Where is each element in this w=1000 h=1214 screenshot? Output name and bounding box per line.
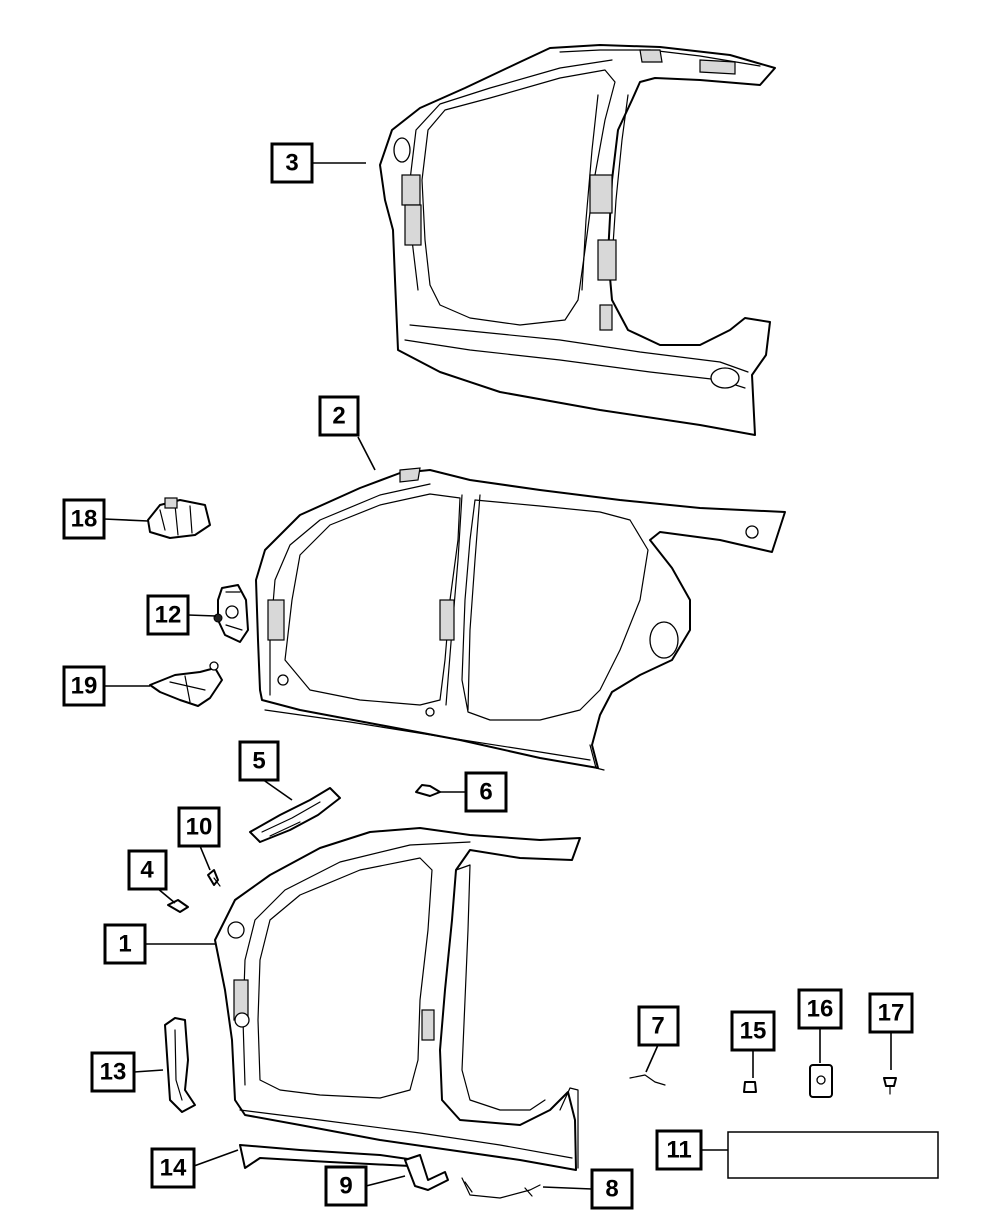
callout-label: 8: [605, 1176, 618, 1203]
callout-14: 14: [150, 1147, 196, 1189]
part-11-label-plate: [727, 1131, 939, 1179]
part-6-clip: [415, 784, 441, 797]
part-8-bracket: [461, 1177, 541, 1199]
callout-label: 14: [160, 1155, 187, 1182]
callout-6: 6: [464, 771, 508, 813]
leader-lines: [103, 162, 892, 1190]
callout-label: 1: [118, 931, 131, 958]
callout-label: 11: [666, 1137, 691, 1164]
callout-label: 16: [807, 996, 834, 1023]
part-10-fastener: [207, 869, 221, 887]
callout-label: 12: [155, 602, 182, 629]
callout-label: 9: [339, 1173, 352, 1200]
callout-1: 1: [103, 923, 147, 965]
callout-13: 13: [90, 1051, 136, 1093]
callout-17: 17: [868, 992, 914, 1034]
callout-19: 19: [62, 665, 106, 707]
callout-label: 17: [878, 1000, 905, 1027]
part-9-bracket: [404, 1154, 449, 1191]
part-15-plug: [743, 1081, 757, 1093]
callout-5: 5: [238, 740, 280, 782]
callout-2: 2: [318, 395, 360, 437]
callout-label: 3: [285, 150, 298, 177]
part-2-middle-panel: [255, 467, 786, 771]
part-19-bracket: [149, 661, 223, 707]
callout-label: 5: [252, 748, 265, 775]
callout-label: 6: [479, 779, 492, 806]
callout-7: 7: [637, 1005, 680, 1047]
callout-16: 16: [797, 988, 843, 1030]
callout-label: 19: [71, 673, 98, 700]
part-3-inner-panel: [379, 44, 776, 436]
part-14-sill-trim: [239, 1144, 416, 1169]
callout-18: 18: [62, 498, 106, 540]
callout-label: 2: [332, 403, 345, 430]
callout-12: 12: [146, 594, 190, 636]
part-16-plate: [809, 1064, 833, 1098]
callout-3: 3: [270, 142, 314, 184]
callout-8: 8: [590, 1168, 634, 1210]
callout-label: 15: [740, 1018, 767, 1045]
callout-4: 4: [127, 849, 168, 891]
part-1-outer-panel: [214, 827, 581, 1171]
callout-label: 4: [140, 857, 154, 884]
callout-label: 10: [186, 814, 213, 841]
callout-label: 13: [100, 1059, 127, 1086]
part-17-bolt: [883, 1077, 897, 1095]
callout-9: 9: [324, 1165, 368, 1207]
part-12-hinge-reinforcement: [213, 584, 249, 643]
callout-10: 10: [177, 806, 221, 848]
part-13-pillar-trim: [164, 1017, 196, 1113]
callout-label: 7: [651, 1013, 664, 1040]
part-18-bracket: [147, 497, 211, 539]
callout-15: 15: [730, 1010, 776, 1052]
part-4-clip: [167, 899, 189, 913]
part-5-reinforcement: [249, 787, 341, 843]
callout-label: 18: [71, 506, 98, 533]
callout-11: 11: [655, 1129, 703, 1171]
part-7-seal: [629, 1074, 666, 1086]
